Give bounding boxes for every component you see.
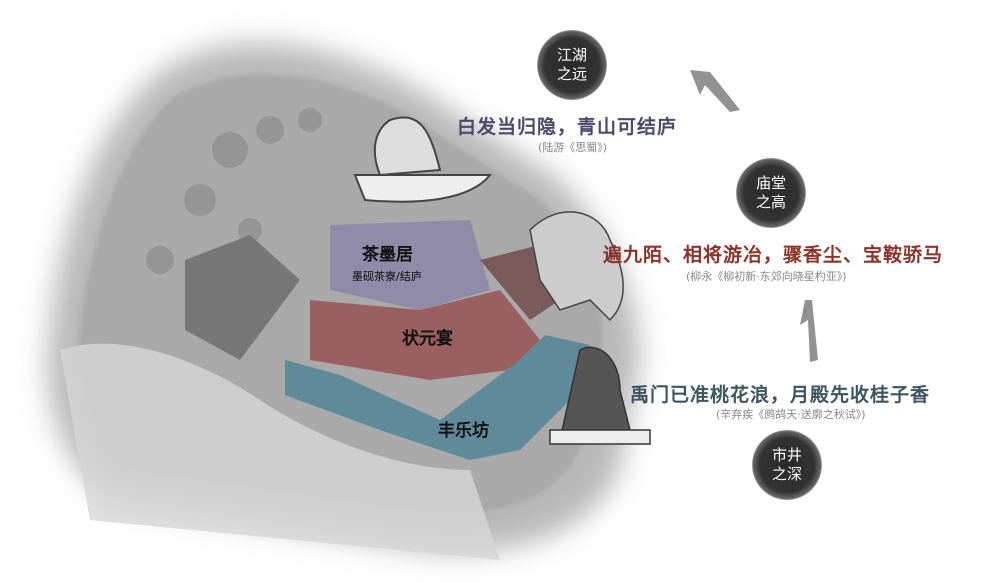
building-zhuangyuan xyxy=(310,290,540,380)
poem-2: 遍九陌、相将游冶，骤香尘、宝鞍骄马 xyxy=(603,244,944,266)
trees xyxy=(146,108,322,274)
figure-boat xyxy=(353,116,493,203)
badge-shijing[interactable]: 市井之深 xyxy=(752,430,822,500)
building-fengle xyxy=(285,335,590,460)
poem-3: 禹门已准桃花浪，月殿先收桂子香 xyxy=(630,384,931,406)
badge-miaotang[interactable]: 庙堂之高 xyxy=(736,158,806,228)
figure-scholar xyxy=(549,346,651,445)
poem-2-source: (柳永《柳初新·东郊向晓星杓亚》) xyxy=(686,270,847,283)
building-chamo xyxy=(330,220,490,310)
area-label-fenglefang[interactable]: 丰乐坊 xyxy=(438,421,489,441)
poem-1: 白发当归隐，青山可结庐 xyxy=(457,116,678,138)
poem-1-source: (陆游《思蜀》) xyxy=(538,141,608,154)
area-sub-chamoju: 墨砚茶寮/结庐 xyxy=(352,270,422,283)
building-left xyxy=(185,235,300,360)
figure-horse xyxy=(529,211,624,322)
ink-arrows xyxy=(690,70,818,362)
badge-jianghu[interactable]: 江湖之远 xyxy=(537,30,607,100)
area-label-chamoju[interactable]: 茶墨居 xyxy=(362,245,413,265)
area-label-zhuangyuanyan[interactable]: 状元宴 xyxy=(402,329,453,349)
poem-3-source: (辛弃疾《鹧鸪天·送廓之秋试》) xyxy=(716,408,866,421)
